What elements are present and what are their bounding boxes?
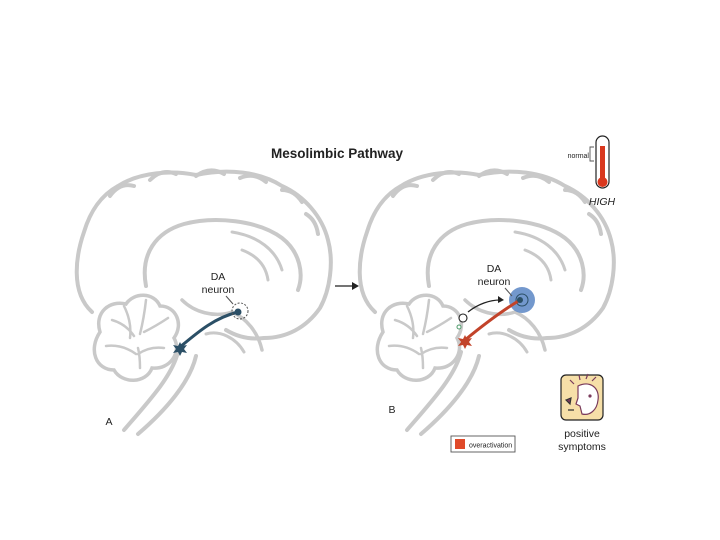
neuron-label-b-line2: neuron [478,276,511,288]
label-pointer-a [225,295,234,305]
vesicle-small [456,324,462,330]
thermometer-level [600,146,605,182]
panel-letter-b: B [388,404,395,416]
da-neuron-axon-a [178,310,240,349]
neuron-label-a-line2: neuron [202,284,235,296]
thermometer-high-label: HIGH [589,196,616,208]
terminal-ring-a [231,302,249,320]
da-neuron-axon-b [463,298,522,342]
transition-arrow [335,282,359,290]
panel-b: DA neuron B [357,168,616,436]
face-profile-icon [575,383,599,415]
symptoms-label-line1: positive [564,428,600,440]
diagram-title: Mesolimbic Pathway [271,146,404,161]
positive-symptoms-icon: positive symptoms [558,373,606,453]
thermometer-bulb [597,177,608,187]
normal-bracket [589,146,594,162]
thermometer-icon: normal HIGH [568,135,616,208]
symptoms-label-line2: symptoms [558,441,606,453]
voice-figure-icon [564,397,574,411]
neuron-label-b-line1: DA [487,263,502,275]
label-pointer-b [504,287,513,297]
overactivation-swatch [455,439,465,449]
eye-icon [588,394,592,398]
vesicle-large [458,313,468,323]
legend-box [450,435,516,453]
panel-letter-a: A [105,416,112,428]
neuron-terminal-a [234,308,242,316]
neuron-cell-body-a [173,342,187,356]
hallucination-rays-icon [569,373,597,385]
legend-label: overactivation [469,443,512,450]
neuron-label-a-line1: DA [211,271,226,283]
neuron-terminal-b [517,297,523,303]
projection-arrowhead-b [498,296,504,303]
terminal-ring-b [515,293,529,307]
legend: overactivation [450,435,516,453]
projection-arrow-b [467,299,501,313]
brain-outline-a [74,168,333,436]
panel-a: DA neuron A [74,168,333,436]
neuron-cell-body-b [458,335,472,349]
thermometer-normal-label: normal [568,153,590,160]
